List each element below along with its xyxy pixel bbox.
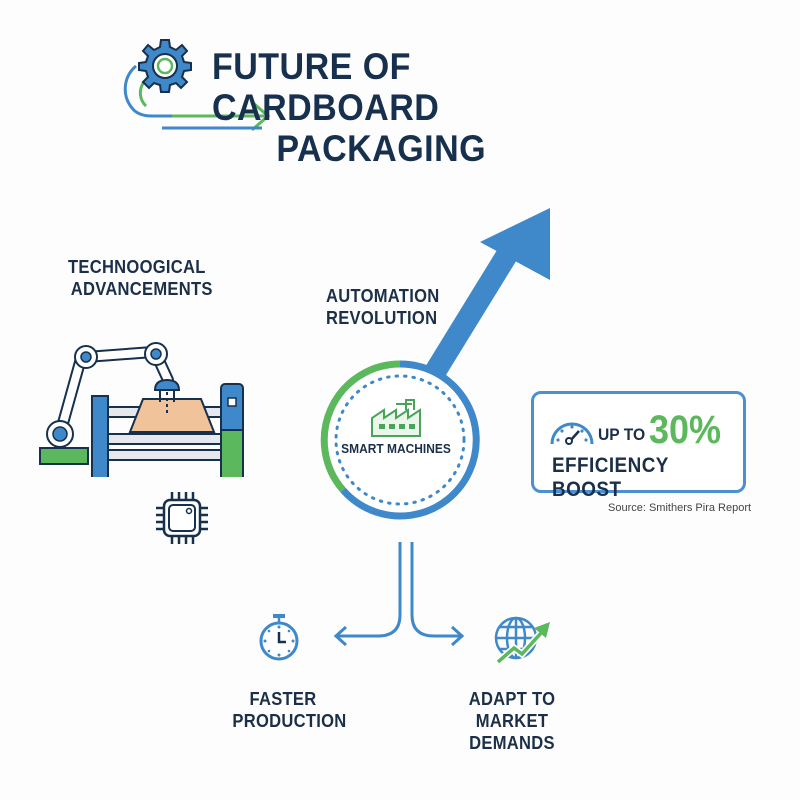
upward-arrow-icon	[420, 208, 550, 386]
outcome-faster-production: FASTER PRODUCTION	[232, 688, 347, 732]
automation-title-line-1: AUTOMATION	[326, 286, 440, 306]
outcome-adapt-market: ADAPT TO MARKET DEMANDS	[438, 688, 585, 754]
stat-source: Source: Smithers Pira Report	[608, 502, 752, 514]
stat-value: 30%	[649, 408, 722, 452]
gear-icon	[123, 39, 271, 132]
outcome-1-line-2: PRODUCTION	[232, 711, 347, 731]
title-line-2: PACKAGING	[276, 128, 487, 169]
outcome-2-line-2: MARKET DEMANDS	[469, 711, 555, 753]
robotic-arm-machine-icon	[39, 342, 244, 477]
automation-title-line-2: REVOLUTION	[326, 308, 438, 328]
outcome-2-line-1: ADAPT TO	[468, 689, 556, 709]
efficiency-stat-card: UP TO 30% EFFICIENCY BOOST	[531, 391, 746, 501]
outcome-1-line-1: FASTER	[249, 689, 317, 709]
stopwatch-icon	[259, 614, 299, 661]
title-line-1: FUTURE OF CARDBOARD	[212, 46, 440, 128]
automation-section-title: AUTOMATION REVOLUTION	[326, 285, 439, 329]
stat-prefix: UP TO	[598, 425, 646, 444]
globe-growth-icon	[494, 616, 550, 665]
microchip-icon	[156, 492, 208, 544]
tech-title-line-2: ADVANCEMENTS	[70, 279, 213, 299]
stat-caption: EFFICIENCY BOOST	[552, 454, 669, 501]
smart-machines-hub	[320, 360, 480, 520]
tech-title-line-1: TECHNOOGICAL	[68, 257, 206, 277]
tech-section-title: TECHNOOGICAL ADVANCEMENTS	[68, 256, 213, 300]
page-title: FUTURE OF CARDBOARD PACKAGING	[212, 46, 598, 169]
speedometer-icon	[550, 422, 594, 445]
smart-machines-label: SMART MACHINES	[341, 441, 451, 456]
split-arrows	[333, 542, 465, 647]
